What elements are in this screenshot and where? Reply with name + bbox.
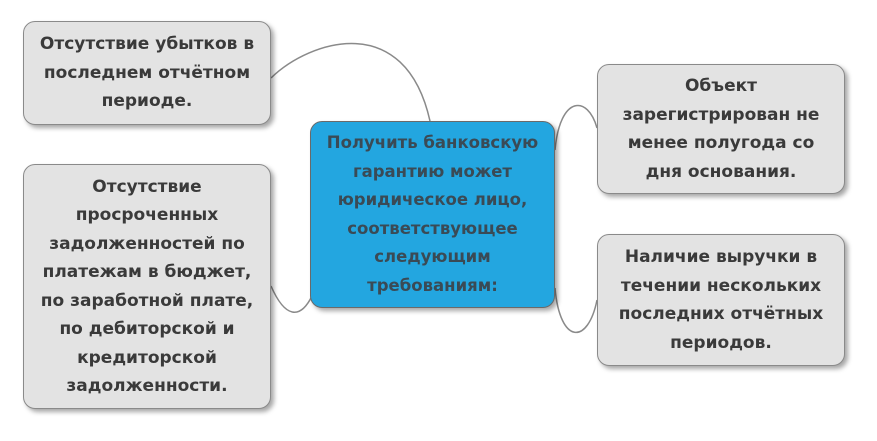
requirement-registration-period-text: Объект зарегистрирован не менее полугода… [622,76,820,182]
requirement-registration-period: Объект зарегистрирован не менее полугода… [597,64,845,194]
requirement-revenue-text: Наличие выручки в течении нескольких пос… [618,247,824,353]
central-topic-text: Получить банковскую гарантию может юриди… [326,133,539,295]
connector-bottom-left [270,285,313,313]
requirement-no-losses-text: Отсутствие убытков в последнем отчётном … [39,34,255,112]
requirement-no-losses: Отсутствие убытков в последнем отчётном … [23,21,271,125]
connector-top-right [554,104,598,151]
requirement-revenue: Наличие выручки в течении нескольких пос… [597,234,845,366]
connector-top-left [270,42,431,122]
requirement-no-overdue-debts: Отсутствие просроченных задолженностей п… [23,164,271,409]
requirement-no-overdue-debts-text: Отсутствие просроченных задолженностей п… [40,176,254,397]
central-topic: Получить банковскую гарантию может юриди… [310,121,555,308]
connector-bottom-right [554,287,598,333]
